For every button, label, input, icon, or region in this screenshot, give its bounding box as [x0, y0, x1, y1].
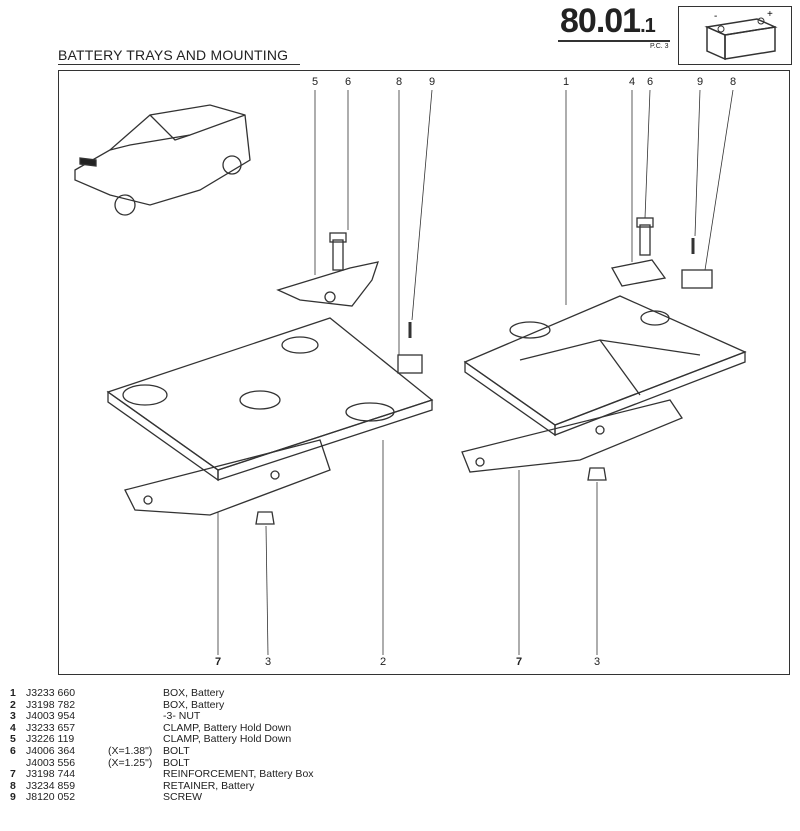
callout-8: 8 [395, 76, 403, 88]
part-description: BOLT [163, 756, 190, 769]
part-ref-number: 4 [10, 721, 16, 734]
parts-list-row: 1 J3233 660 BOX, Battery [10, 687, 314, 700]
part-ref-number: 9 [10, 791, 16, 804]
part-ref-number: 7 [10, 768, 16, 781]
negative-terminal-label: - [714, 11, 717, 22]
parts-list-row: J4003 556 (X=1.25") BOLT [10, 756, 314, 770]
part-description: BOX, Battery [163, 687, 225, 699]
part-ref-number: 8 [10, 779, 16, 792]
part-number: J3233 660 [26, 687, 76, 699]
right-retainer [681, 269, 713, 289]
part-number: J8120 052 [26, 791, 76, 804]
callout-7: 7 [214, 656, 222, 668]
parts-list-row: 2 J3198 782 BOX, Battery [10, 698, 314, 712]
part-ref-number: 2 [10, 698, 16, 711]
right-clamp [610, 217, 667, 287]
location-arrow-icon [79, 157, 97, 167]
exploded-diagram [74, 89, 747, 656]
part-qualifier [108, 781, 163, 793]
callout-8: 8 [729, 76, 737, 88]
section-code-main: 80.01 [560, 2, 641, 40]
left-reinforcement [124, 439, 331, 525]
right-nut [587, 467, 607, 481]
callout-9: 9 [428, 76, 436, 88]
parts-list-row: 8 J3234 859 RETAINER, Battery [10, 779, 314, 793]
part-number: J4006 364 [26, 744, 76, 757]
part-description: RETAINER, Battery [163, 779, 255, 792]
left-battery-tray [106, 317, 434, 482]
parts-list-row: 7 J3198 744 REINFORCEMENT, Battery Box [10, 769, 314, 781]
battery-icon-box: - + [678, 6, 792, 65]
section-code: 80.01.1 [560, 2, 656, 41]
left-clamp [276, 232, 379, 307]
parts-list-row: 4 J3233 657 CLAMP, Battery Hold Down [10, 721, 314, 735]
left-retainer [397, 354, 423, 374]
right-battery-tray [463, 295, 747, 437]
parts-list-row: 6 J4006 364 (X=1.38") BOLT [10, 744, 314, 758]
callout-4: 4 [628, 76, 636, 88]
part-description: CLAMP, Battery Hold Down [163, 721, 292, 734]
part-number: J3234 859 [26, 779, 76, 792]
part-description: BOX, Battery [163, 698, 225, 711]
callout-3: 3 [264, 656, 272, 668]
part-ref-number: 5 [10, 733, 16, 746]
vehicle-locator-sketch [74, 104, 251, 216]
part-number: J3233 657 [26, 721, 76, 734]
callout-5: 5 [311, 76, 319, 88]
part-description: -3- NUT [163, 710, 201, 723]
callout-6: 6 [646, 76, 654, 88]
left-nut [255, 511, 275, 525]
part-description: CLAMP, Battery Hold Down [163, 733, 292, 746]
part-description: REINFORCEMENT, Battery Box [163, 768, 314, 781]
diagram-frame [58, 70, 790, 675]
part-qualifier: (X=1.38") [108, 744, 153, 757]
part-number: J3198 744 [26, 768, 76, 781]
part-number: J3226 119 [26, 733, 75, 746]
battery-icon: - + [704, 9, 778, 61]
part-qualifier [108, 769, 163, 781]
part-qualifier [108, 700, 163, 712]
part-qualifier [108, 723, 163, 735]
part-qualifier [108, 711, 163, 723]
pc-label: P.C. 3 [650, 43, 669, 50]
part-ref-number: 3 [10, 710, 16, 723]
callout-9: 9 [696, 76, 704, 88]
parts-list-row: 5 J3226 119 CLAMP, Battery Hold Down [10, 734, 314, 746]
part-description: BOLT [163, 744, 190, 757]
positive-terminal-label: + [767, 9, 773, 20]
page-title: BATTERY TRAYS AND MOUNTING [58, 47, 289, 63]
callout-1: 1 [562, 76, 570, 88]
callout-3: 3 [593, 656, 601, 668]
callout-6: 6 [344, 76, 352, 88]
title-underline [58, 64, 300, 65]
part-ref-number: 6 [10, 744, 16, 757]
callout-2: 2 [379, 656, 387, 668]
leader-lines [217, 89, 734, 656]
part-number: J3198 782 [26, 698, 76, 711]
part-number: J4003 954 [26, 710, 76, 723]
part-number: J4003 556 [26, 756, 76, 769]
section-code-underline [558, 40, 670, 42]
part-description: SCREW [163, 791, 203, 804]
parts-list-row: 3 J4003 954 -3- NUT [10, 711, 314, 723]
part-ref-number: 1 [10, 687, 16, 699]
parts-list-row: 9 J8120 052 SCREW [10, 792, 314, 804]
part-qualifier [108, 792, 163, 804]
section-code-sub: .1 [640, 15, 656, 37]
part-qualifier: (X=1.25") [108, 756, 153, 769]
right-reinforcement [461, 399, 683, 481]
part-qualifier [108, 688, 163, 700]
callout-7: 7 [515, 656, 523, 668]
